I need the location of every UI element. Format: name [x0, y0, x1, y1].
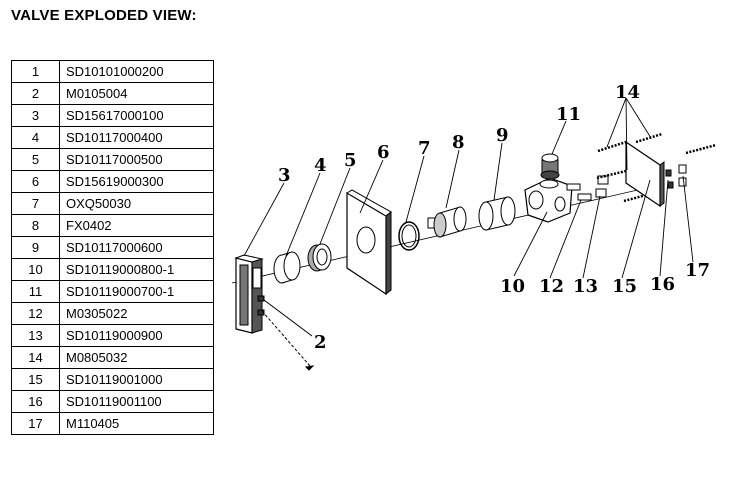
part-7-o-ring	[398, 221, 420, 251]
part-number-cell: 17	[11, 412, 60, 435]
part-17-nut	[678, 164, 687, 187]
callout-2: 2	[314, 332, 327, 353]
part-11-top-fitting	[540, 153, 560, 180]
part-code-cell: SD10119000900	[59, 324, 214, 347]
part-15-bracket	[625, 140, 665, 208]
part-9-sleeve	[478, 196, 516, 231]
callout-14: 14	[615, 82, 640, 103]
callout-12: 12	[539, 276, 564, 297]
callout-10: 10	[500, 276, 525, 297]
part-6-cover-plate	[346, 189, 392, 296]
part-5-nut	[307, 243, 332, 272]
part-16-washer	[665, 169, 674, 189]
callout-9: 9	[496, 125, 509, 146]
part-code-cell: SD10101000200	[59, 60, 214, 83]
part-8-cartridge	[427, 206, 467, 238]
part-4-sleeve	[273, 251, 301, 284]
callout-11: 11	[556, 104, 581, 125]
callout-4: 4	[314, 155, 327, 176]
callout-15: 15	[612, 276, 637, 297]
callout-labels: 2 3 4 5 6 7 8 9 10 11 12 13 14 15 16 17	[278, 82, 710, 353]
part-13-fitting	[595, 175, 609, 198]
part-number-cell: 16	[11, 390, 60, 413]
part-3-trim-plate	[234, 254, 264, 334]
callout-5: 5	[344, 150, 357, 171]
callout-3: 3	[278, 165, 291, 186]
callout-7: 7	[418, 138, 431, 159]
callout-8: 8	[452, 132, 465, 153]
part-2-screws	[257, 295, 315, 371]
callout-6: 6	[377, 142, 390, 163]
part-code-cell: SD10119001100	[59, 390, 214, 413]
part-12-fitting	[566, 183, 592, 201]
part-code-cell: SD10117000400	[59, 126, 214, 149]
part-10-valve-body	[524, 177, 573, 223]
part-code-cell: SD10117000600	[59, 236, 214, 259]
page-title: VALVE EXPLODED VIEW:	[11, 7, 197, 24]
part-number-cell: 12	[11, 302, 60, 325]
callout-13: 13	[573, 276, 598, 297]
callout-16: 16	[650, 274, 675, 295]
part-code-cell: M110405	[59, 412, 214, 435]
part-code-cell: SD10119000700-1	[59, 280, 214, 303]
leader-lines	[243, 97, 694, 279]
callout-17: 17	[685, 260, 710, 281]
part-code-cell: M0805032	[59, 346, 214, 369]
